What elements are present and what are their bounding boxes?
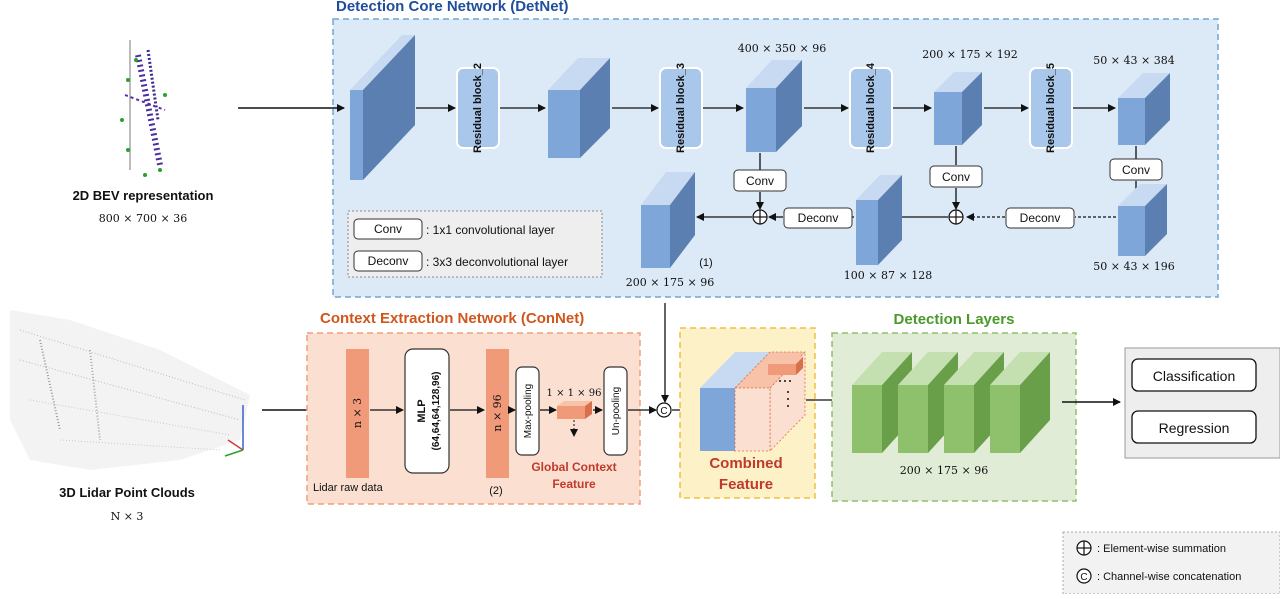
dims-block-right: 50 × 43 × 196 [1093,260,1174,273]
marker-2: (2) [489,485,502,497]
conv-box-right-label: Conv [1122,163,1150,177]
deconv-box-mid [783,207,853,229]
legend-conv-box [353,218,423,240]
svg-text:C: C [660,406,667,417]
dims-block-out: 200 × 175 × 96 [626,276,714,289]
dims-block-4: 200 × 175 × 192 [922,48,1017,61]
concat-icon: C [656,402,672,418]
marker-1: (1) [699,257,712,269]
detnet-title: Detection Core Network (DetNet) [336,0,569,15]
legend-deconv-desc: : 3x3 deconvolutional layer [426,255,568,269]
unpool-label: Un-pooling [611,387,622,435]
mlp-dims: (64,64,64,128,96) [431,372,442,451]
pooled-dims: 1 × 1 × 96 [547,388,602,399]
connet-title: Context Extraction Network (ConNet) [320,310,584,327]
n96-bar [486,349,509,478]
detection-dims: 200 × 175 × 96 [900,464,988,477]
combined-label-2: Feature [719,476,773,493]
feature-block-4 [934,72,982,145]
conv-box-3-label: Conv [746,174,774,188]
lidar-label: 3D Lidar Point Clouds [59,485,195,500]
symbol-legend [1062,531,1280,595]
feature-block-5 [1118,73,1170,145]
svg-text:C: C [1080,572,1087,583]
residual-block-3 [659,67,703,149]
legend-deconv-label: Deconv [368,254,409,268]
residual-block-2 [456,67,500,149]
feature-block-1 [350,35,415,180]
n96-label: n × 96 [491,394,504,431]
residual-block-2-label: Residual block_2 [472,63,484,153]
bev-label: 2D BEV representation [73,188,214,203]
detection-layer-4 [990,352,1050,453]
bev-dims: 800 × 700 × 36 [99,212,187,225]
feature-block-2 [548,58,610,158]
feature-block-right [1118,184,1167,256]
detection-title: Detection Layers [894,311,1015,328]
combined-cube [700,351,806,452]
conv-box-4 [929,165,983,188]
feature-block-mid [856,175,902,265]
pooled-cube [557,401,592,419]
mlp-label: MLP [416,399,428,422]
dims-block-3: 400 × 350 × 96 [738,42,826,55]
deconv-box-mid-label: Deconv [798,211,839,225]
legend-sum-icon [1076,540,1092,556]
residual-block-5-label: Residual block_5 [1045,63,1057,153]
feature-block-out [641,172,695,268]
conv-box-4-label: Conv [942,170,970,184]
legend-concat-icon: C [1076,568,1092,584]
dims-block-5: 50 × 43 × 384 [1093,54,1174,67]
conv-box-3 [733,169,787,192]
unpool-box [603,366,628,456]
classification-box [1131,358,1257,392]
bev-image [120,40,167,177]
legend-deconv-box [353,250,423,272]
detection-layer-2 [898,352,958,453]
detection-layer-1 [852,352,912,453]
maxpool-label: Max-pooling [523,384,534,438]
residual-block-4 [849,67,893,149]
lidar-image [10,310,250,470]
raw-label: Lidar raw data [313,482,384,494]
deconv-box-right-label: Deconv [1020,211,1061,225]
combined-label-1: Combined [709,455,782,472]
dims-block-mid: 100 × 87 × 128 [844,269,932,282]
maxpool-box [515,366,540,456]
mlp-box [404,348,450,474]
n3-label: n × 3 [351,398,364,428]
classification-label: Classification [1153,368,1235,384]
residual-block-4-label: Residual block_4 [865,62,877,153]
lidar-dims: N × 3 [111,510,144,523]
legend-concat-desc: : Channel-wise concatenation [1097,571,1241,583]
feature-block-3 [746,60,802,152]
legend-sum-desc: : Element-wise summation [1097,543,1226,555]
regression-label: Regression [1159,420,1230,436]
global-label-1: Global Context [531,460,616,474]
conv-box-right [1109,158,1163,181]
legend-conv-label: Conv [374,222,402,236]
legend-conv-desc: : 1x1 convolutional layer [426,223,555,237]
sum-icon-left [752,209,768,225]
residual-block-5 [1029,67,1073,149]
regression-box [1131,410,1257,444]
deconv-box-right [1005,207,1075,229]
n3-bar [346,349,369,478]
sum-icon-right [948,209,964,225]
global-label-2: Feature [552,477,596,491]
residual-block-3-label: Residual block_3 [675,63,687,153]
